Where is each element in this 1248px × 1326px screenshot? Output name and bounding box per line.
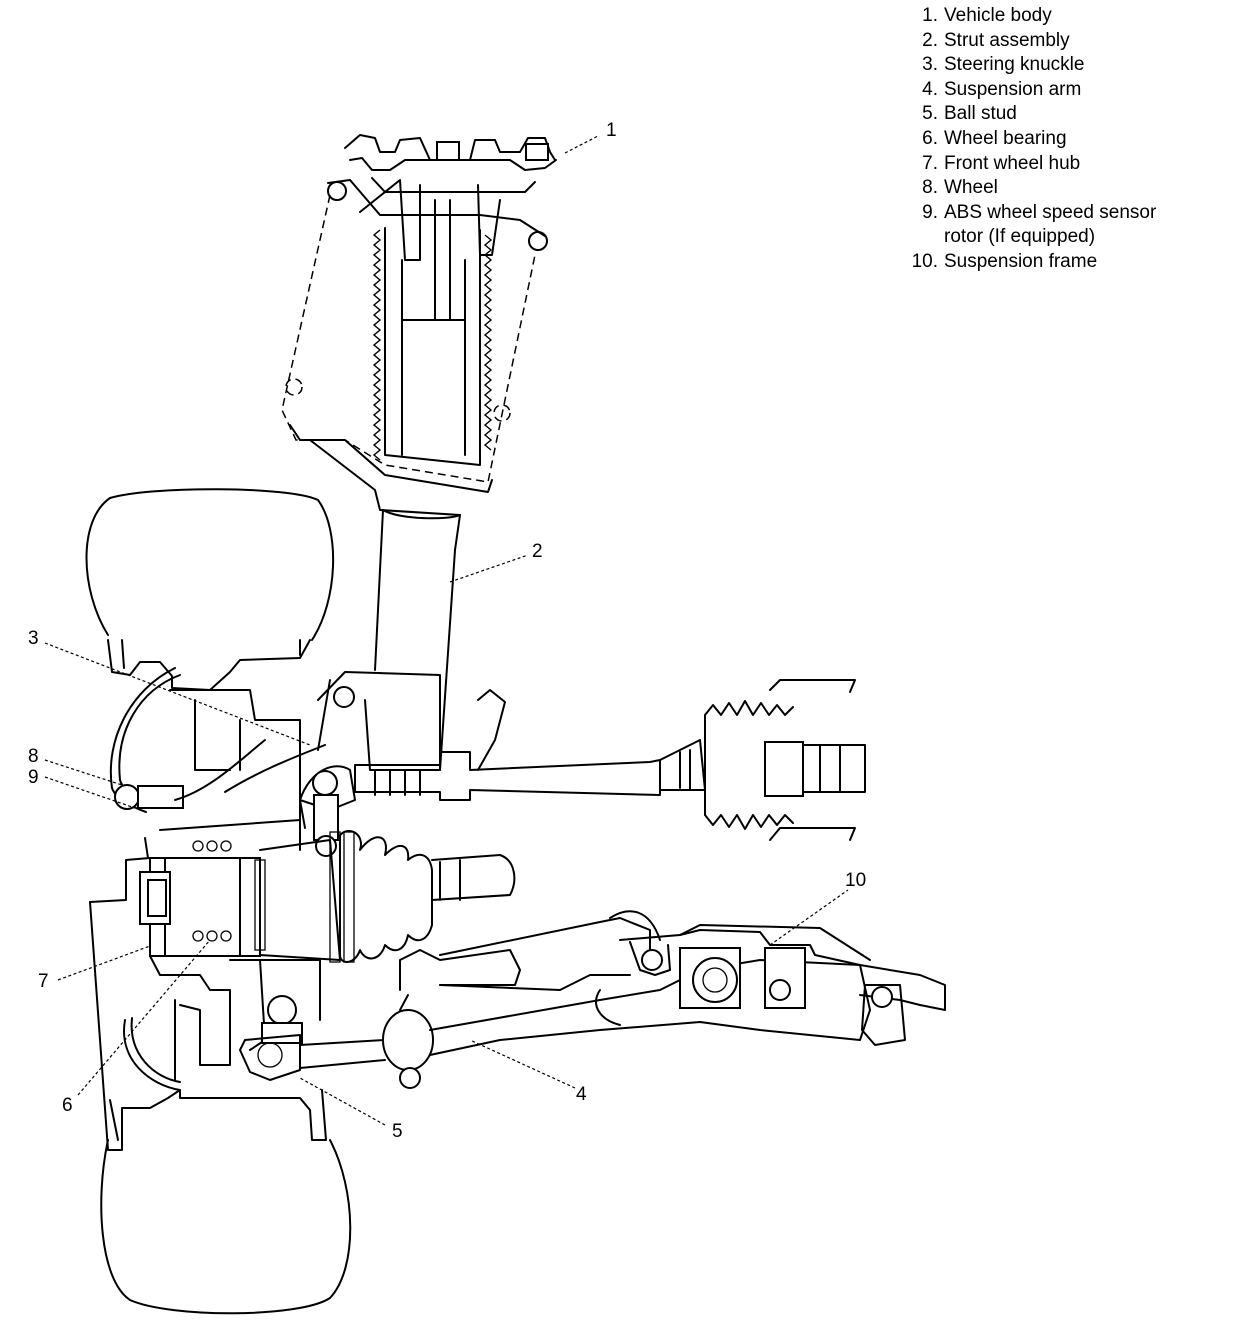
legend-item: 4.Suspension arm	[922, 78, 1082, 100]
legend-item: 7.Front wheel hub	[922, 152, 1081, 174]
drive-shaft	[259, 830, 516, 963]
strut-assembly	[281, 134, 557, 771]
legend-item: 3.Steering knuckle	[922, 54, 1085, 76]
wheel	[89, 639, 327, 1151]
callout-4: 4	[576, 1084, 587, 1105]
legend-item: 2.Strut assembly	[922, 29, 1070, 51]
legend-item: 1.Vehicle body	[922, 5, 1052, 26]
callout-1: 1	[606, 120, 617, 141]
leader-lines	[44, 135, 849, 1126]
hub-assembly	[114, 784, 261, 957]
tire	[85, 488, 352, 1315]
suspension-arm	[239, 910, 871, 1089]
parts-legend: 1.Vehicle body 2.Strut assembly 3.Steeri…	[904, 4, 1157, 275]
callout-9: 9	[28, 767, 39, 788]
suspension-frame	[619, 924, 946, 1046]
callout-3: 3	[28, 628, 39, 649]
tie-rod	[299, 679, 866, 857]
callout-6: 6	[62, 1095, 73, 1116]
callout-8: 8	[28, 746, 39, 767]
callout-2: 2	[532, 541, 543, 562]
legend-item: rotor (If equipped)	[944, 226, 1096, 248]
callout-10: 10	[845, 870, 866, 891]
callout-5: 5	[392, 1121, 403, 1142]
legend-item: 5.Ball stud	[922, 103, 1017, 125]
legend-item: 9.ABS wheel speed sensor	[922, 201, 1157, 223]
callout-labels: 1 2 3 8 9 7 6 5 4 10	[28, 120, 866, 1142]
legend-item: 8.Wheel	[922, 177, 998, 199]
callout-7: 7	[38, 971, 49, 992]
steering-knuckle	[149, 689, 326, 1081]
legend-item: 10.Suspension frame	[911, 250, 1098, 272]
legend-item: 6.Wheel bearing	[922, 127, 1067, 149]
